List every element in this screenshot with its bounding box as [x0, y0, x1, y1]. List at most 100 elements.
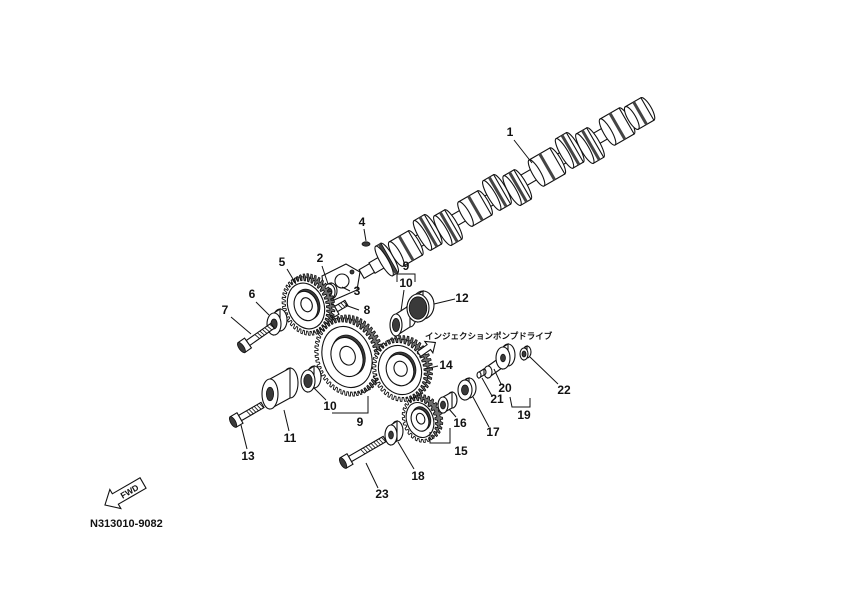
bolt-7-thread: [254, 334, 260, 339]
ring-12-hole: [408, 296, 428, 320]
leader-16: [448, 408, 457, 418]
camshaft-thrust-flange: [374, 242, 400, 277]
camshaft-lobe-front-face: [554, 137, 575, 169]
pin-21-front-face: [476, 371, 482, 379]
camshaft-lobe: [433, 209, 463, 247]
leader-3: [341, 286, 351, 292]
leader-17: [472, 396, 490, 428]
camshaft-journal-shade: [608, 112, 627, 141]
leader-10-upper: [400, 289, 405, 312]
bolt-7-thread: [261, 329, 268, 334]
camshaft-gear-5: [281, 273, 336, 336]
bracket-19: [509, 396, 531, 408]
leader-13: [240, 424, 248, 450]
callout-1: 1: [507, 125, 514, 139]
drive-gear-14: [371, 335, 433, 402]
bolt-23-thread: [365, 446, 371, 452]
camshaft-lobe-front-face: [575, 133, 595, 165]
camshaft-journal-front-face: [457, 201, 474, 227]
leader-18: [397, 441, 415, 470]
bush-16: [437, 391, 458, 414]
bolt-13-head-face: [228, 416, 238, 428]
callout-13: 13: [241, 449, 255, 463]
bolt-7-thread: [257, 332, 263, 338]
callout-17: 17: [486, 425, 500, 439]
flange-18-hole: [388, 430, 394, 440]
callout-3: 3: [354, 284, 361, 298]
flange-18: [384, 419, 404, 447]
hub-11-hole: [265, 386, 274, 402]
callout-10-upper: 10: [399, 276, 413, 290]
bolt-8-thread: [343, 301, 348, 307]
callout-14: 14: [439, 358, 453, 372]
shaft-20-flange-hole: [500, 353, 506, 363]
leader-7: [230, 316, 252, 335]
bolt-23-thread: [360, 449, 366, 455]
fwd-arrow-icon: FWD: [104, 477, 147, 510]
bolt-13-thread: [259, 403, 264, 409]
camshaft-lobe-shade: [580, 129, 601, 161]
callout-8: 8: [364, 303, 371, 317]
camshaft: [358, 96, 656, 280]
callout-21: 21: [490, 392, 504, 406]
pin-21: [476, 368, 487, 379]
bolt-7-head-face: [237, 342, 246, 354]
drawing-code: N313010-9082: [90, 518, 163, 530]
bolt-7-thread: [269, 323, 275, 329]
camshaft-lobe: [575, 127, 605, 165]
leader-8: [344, 304, 360, 311]
callout-16: 16: [453, 416, 467, 430]
bush-16-hole: [440, 400, 446, 410]
bush-10-upper: [389, 303, 417, 338]
leader-5: [286, 268, 297, 285]
leader-4: [363, 228, 367, 242]
bracket-15: [429, 428, 451, 444]
bolt-23-thread: [368, 444, 374, 450]
callout-numbers: 1 4 5 2 3 9 10 12 6 7 8 14 10 9 11 13 16…: [222, 125, 571, 501]
bolt-23-head-face: [338, 457, 348, 469]
bolt-23-thread: [375, 440, 381, 446]
callout-11: 11: [284, 431, 297, 445]
leader-11: [283, 409, 290, 432]
leader-lines: [230, 139, 559, 489]
bolt-23-thread: [362, 447, 368, 453]
bush-10-lower-hole: [303, 373, 313, 388]
leader-2: [321, 265, 329, 285]
bolt-13-thread: [251, 407, 257, 413]
camshaft-end: [623, 96, 656, 131]
bolt-8-thread: [337, 304, 343, 310]
thrust-plate-hole: [334, 273, 350, 289]
bracket-9-lower: [332, 396, 369, 414]
camshaft-journal-front-face: [387, 241, 405, 267]
camshaft-journal: [457, 190, 493, 227]
injection-pump-drive-label: インジェクションポンプドライブ: [425, 331, 553, 342]
shaft-20-flange: [495, 343, 516, 370]
callout-9-upper: 9: [403, 259, 410, 273]
callout-23: 23: [375, 487, 389, 501]
camshaft-journal-shade: [397, 235, 415, 262]
ring-12: [406, 290, 435, 323]
camshaft-thrust-flange-front-face: [374, 245, 394, 277]
bolt-23-thread: [370, 443, 376, 449]
leader-12: [433, 298, 456, 305]
bolt-23-thread: [378, 438, 384, 444]
camshaft-lobe: [482, 173, 512, 211]
bolt-23: [338, 435, 387, 469]
leader-14: [424, 365, 439, 370]
callout-22: 22: [557, 383, 571, 397]
bolt-7-thread: [264, 327, 270, 332]
washer-17-hole: [461, 384, 469, 396]
leader-20: [493, 368, 502, 385]
bracket-9-upper: [396, 273, 416, 282]
camshaft-journal-shade: [467, 195, 484, 222]
callout-10-lower: 10: [323, 399, 337, 413]
bolt-13-body: [228, 401, 265, 428]
bush-10-upper-hole: [391, 317, 400, 332]
washer-17: [457, 377, 477, 401]
callout-15: 15: [454, 444, 468, 458]
leader-10-lower: [313, 387, 327, 401]
ring-22: [519, 344, 532, 362]
idler-gear-9: [314, 314, 385, 397]
bolt-7-shank: [245, 322, 276, 347]
small-gear-15-bore: [415, 412, 426, 425]
